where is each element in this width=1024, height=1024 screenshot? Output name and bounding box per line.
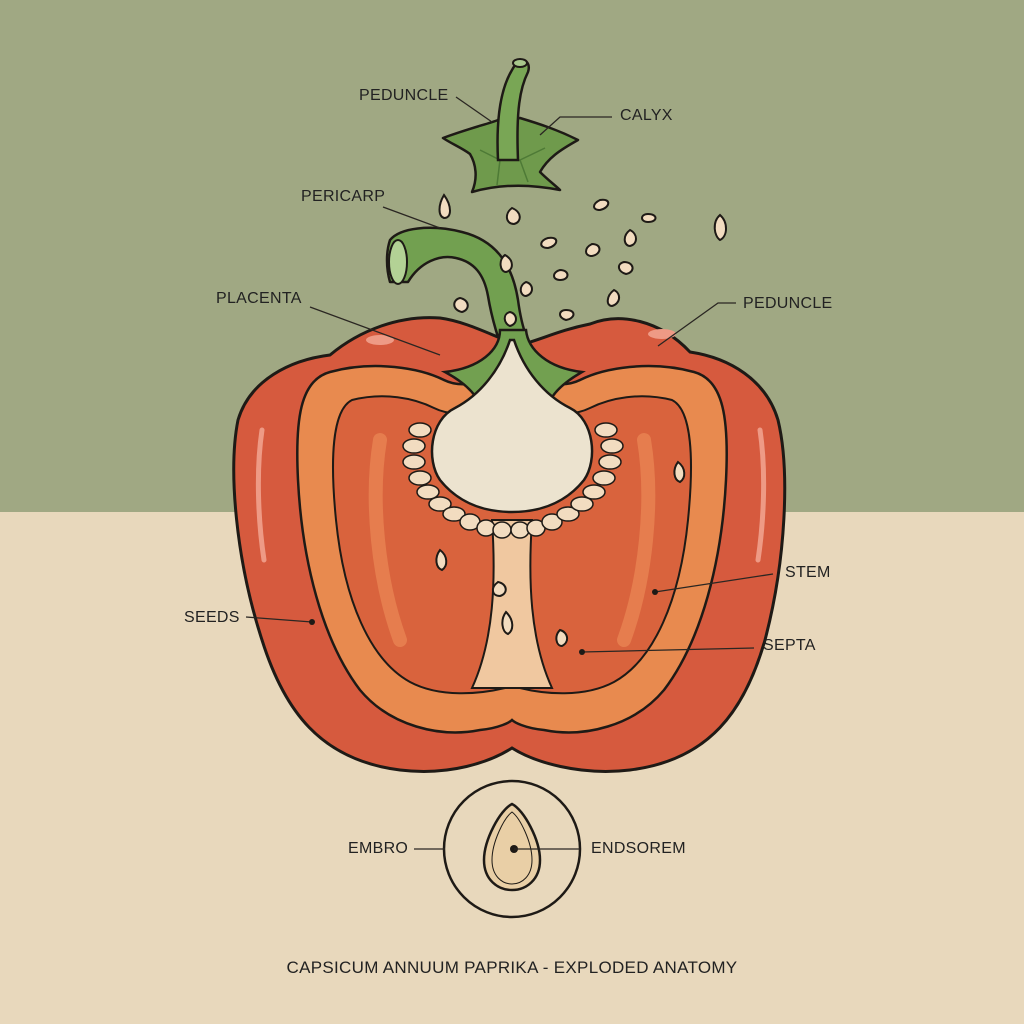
- leader-lines: [245, 96, 774, 850]
- seed-cross-section-inset: [442, 779, 582, 919]
- diagram-caption: CAPSICUM ANNUUM PAPRIKA - EXPLODED ANATO…: [286, 958, 738, 977]
- placenta-illustration: [430, 338, 594, 514]
- central-column: [470, 519, 554, 689]
- label-peduncle-right: PEDUNCLE: [743, 295, 833, 312]
- label-embro: EMBRO: [348, 840, 409, 857]
- label-placenta: PLACENTA: [216, 290, 302, 307]
- scattered-seeds: [435, 193, 727, 648]
- label-peduncle-top: PEDUNCLE: [359, 87, 449, 104]
- label-pericarp: PERICARP: [301, 188, 386, 205]
- peduncle-top-illustration: [496, 58, 531, 162]
- label-stem: STEM: [785, 564, 831, 581]
- label-endsorem: ENDSOREM: [591, 840, 686, 857]
- label-septa: SEPTA: [763, 637, 816, 654]
- label-calyx: CALYX: [620, 107, 673, 124]
- seed-cluster: [402, 422, 624, 539]
- label-seeds: SEEDS: [184, 609, 240, 626]
